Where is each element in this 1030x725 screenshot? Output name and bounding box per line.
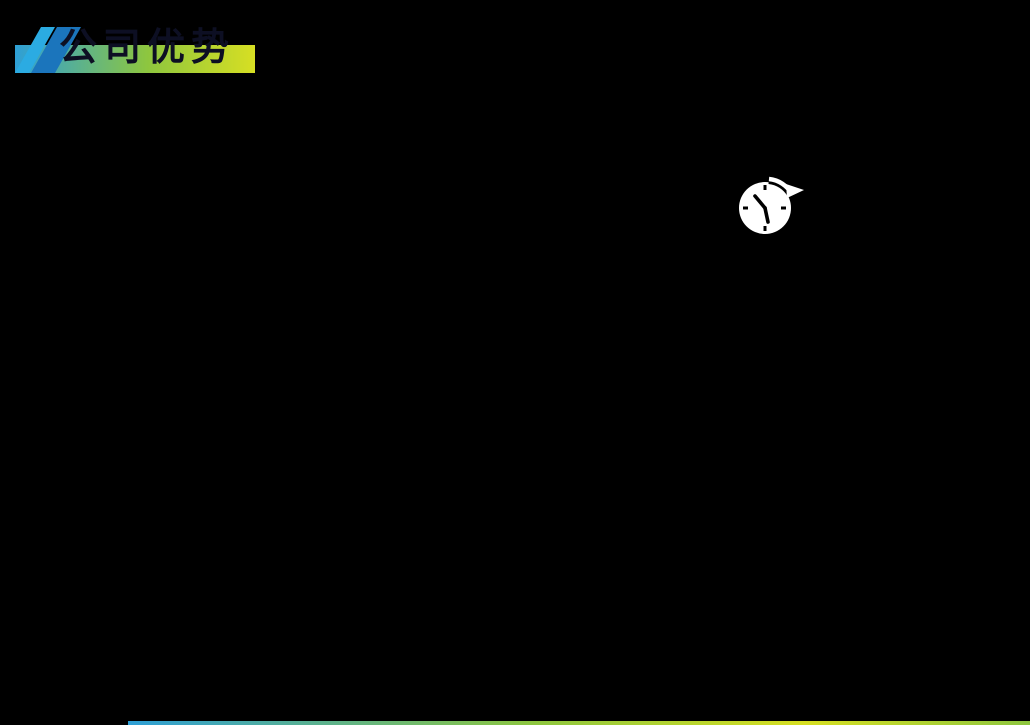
clock-arrow-icon	[739, 174, 804, 234]
footer-gradient-strip	[128, 721, 1030, 725]
slide-header: 公司优势	[15, 25, 260, 75]
double-slash-icon	[15, 27, 81, 73]
page-title: 公司优势	[59, 27, 236, 69]
